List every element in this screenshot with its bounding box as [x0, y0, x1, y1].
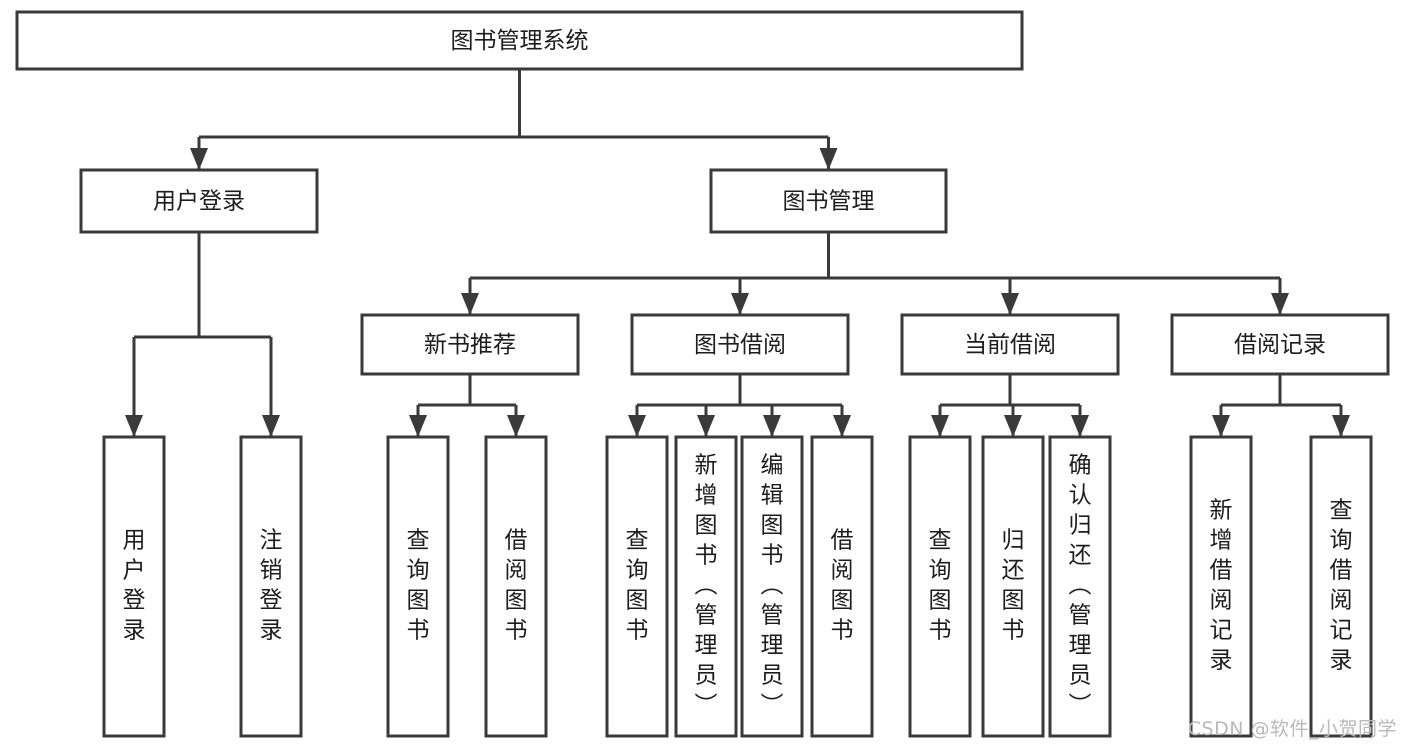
node-leaf-9[interactable]: 归还图书 [981, 435, 1045, 738]
node-box[interactable] [674, 435, 738, 738]
node-box[interactable] [360, 313, 580, 376]
node-leaf-3[interactable]: 借阅图书 [484, 435, 548, 738]
node-box[interactable] [102, 435, 166, 738]
arrow-head-icon [190, 148, 208, 170]
arrow-head-icon [461, 293, 479, 315]
watermark-label: CSDN @软件_小贺同学 [1187, 718, 1397, 740]
node-label: 新增借阅记录 [1210, 498, 1233, 674]
arrow-head-icon [1271, 293, 1289, 315]
node-box[interactable] [1309, 435, 1373, 738]
node-label: 图书管理 [783, 189, 875, 215]
arrow-head-icon [819, 148, 838, 170]
node-label: 当前借阅 [964, 332, 1056, 358]
node-box[interactable] [15, 10, 1024, 71]
node-box[interactable] [709, 168, 948, 234]
node-leaf-8[interactable]: 查询图书 [908, 435, 972, 738]
arrow-head-icon [409, 415, 427, 437]
node-label: 查询图书 [407, 528, 430, 644]
node-root-0[interactable]: 图书管理系统 [15, 10, 1024, 71]
node-box[interactable] [484, 435, 548, 738]
node-layer: 图书管理系统用户登录图书管理新书推荐图书借阅当前借阅借阅记录用户登录注销登录查询… [15, 10, 1390, 738]
node-level3-0[interactable]: 新书推荐 [360, 313, 580, 376]
node-box[interactable] [908, 435, 972, 738]
arrow-head-icon [763, 415, 781, 437]
node-label: 用户登录 [123, 528, 146, 644]
arrow-head-icon [1001, 293, 1019, 315]
node-label: 查询图书 [626, 528, 649, 644]
node-label: 编辑图书︵管理员︶ [761, 453, 784, 719]
node-level3-2[interactable]: 当前借阅 [900, 313, 1120, 376]
node-leaf-0[interactable]: 用户登录 [102, 435, 166, 738]
node-label: 新书推荐 [424, 332, 516, 358]
node-label: 图书借阅 [694, 332, 786, 358]
node-label: 确认归还︵管理员︶ [1069, 453, 1092, 719]
arrow-head-icon [697, 415, 715, 437]
node-level2-1[interactable]: 图书管理 [709, 168, 948, 234]
arrow-head-icon [1071, 415, 1089, 437]
node-label: 查询图书 [929, 528, 952, 644]
node-box[interactable] [900, 313, 1120, 376]
arrow-head-icon [1212, 415, 1230, 437]
arrow-head-icon [262, 415, 280, 437]
node-label: 借阅图书 [505, 528, 528, 644]
arrow-head-icon [628, 415, 646, 437]
node-box[interactable] [605, 435, 669, 738]
node-leaf-12[interactable]: 查询借阅记录 [1309, 435, 1373, 738]
arrow-head-icon [833, 415, 851, 437]
node-level3-1[interactable]: 图书借阅 [630, 313, 850, 376]
node-leaf-11[interactable]: 新增借阅记录 [1189, 435, 1253, 738]
node-box[interactable] [740, 435, 804, 738]
node-label: 借阅记录 [1234, 332, 1326, 358]
node-box[interactable] [630, 313, 850, 376]
node-leaf-1[interactable]: 注销登录 [239, 435, 303, 738]
node-leaf-7[interactable]: 借阅图书 [810, 435, 874, 738]
node-box[interactable] [79, 168, 319, 234]
node-box[interactable] [386, 435, 450, 738]
node-level3-3[interactable]: 借阅记录 [1170, 313, 1390, 376]
node-leaf-6[interactable]: 编辑图书︵管理员︶ [740, 435, 804, 738]
node-leaf-2[interactable]: 查询图书 [386, 435, 450, 738]
node-label: 图书管理系统 [451, 28, 589, 54]
connector-layer [125, 69, 1350, 437]
arrow-head-icon [507, 415, 525, 437]
arrow-head-icon [125, 415, 143, 437]
node-label: 归还图书 [1002, 528, 1025, 644]
node-label: 新增图书︵管理员︶ [695, 453, 718, 719]
node-box[interactable] [810, 435, 874, 738]
node-label: 注销登录 [260, 528, 283, 644]
node-leaf-4[interactable]: 查询图书 [605, 435, 669, 738]
node-box[interactable] [239, 435, 303, 738]
arrow-head-icon [1332, 415, 1350, 437]
node-leaf-5[interactable]: 新增图书︵管理员︶ [674, 435, 738, 738]
node-label: 用户登录 [153, 189, 245, 215]
node-leaf-10[interactable]: 确认归还︵管理员︶ [1048, 435, 1112, 738]
node-box[interactable] [1048, 435, 1112, 738]
node-level2-0[interactable]: 用户登录 [79, 168, 319, 234]
node-box[interactable] [1189, 435, 1253, 738]
node-label: 借阅图书 [831, 528, 854, 644]
node-label: 查询借阅记录 [1330, 498, 1353, 674]
arrow-head-icon [1004, 415, 1022, 437]
node-box[interactable] [981, 435, 1045, 738]
arrow-head-icon [731, 293, 749, 315]
node-box[interactable] [1170, 313, 1390, 376]
arrow-head-icon [931, 415, 949, 437]
